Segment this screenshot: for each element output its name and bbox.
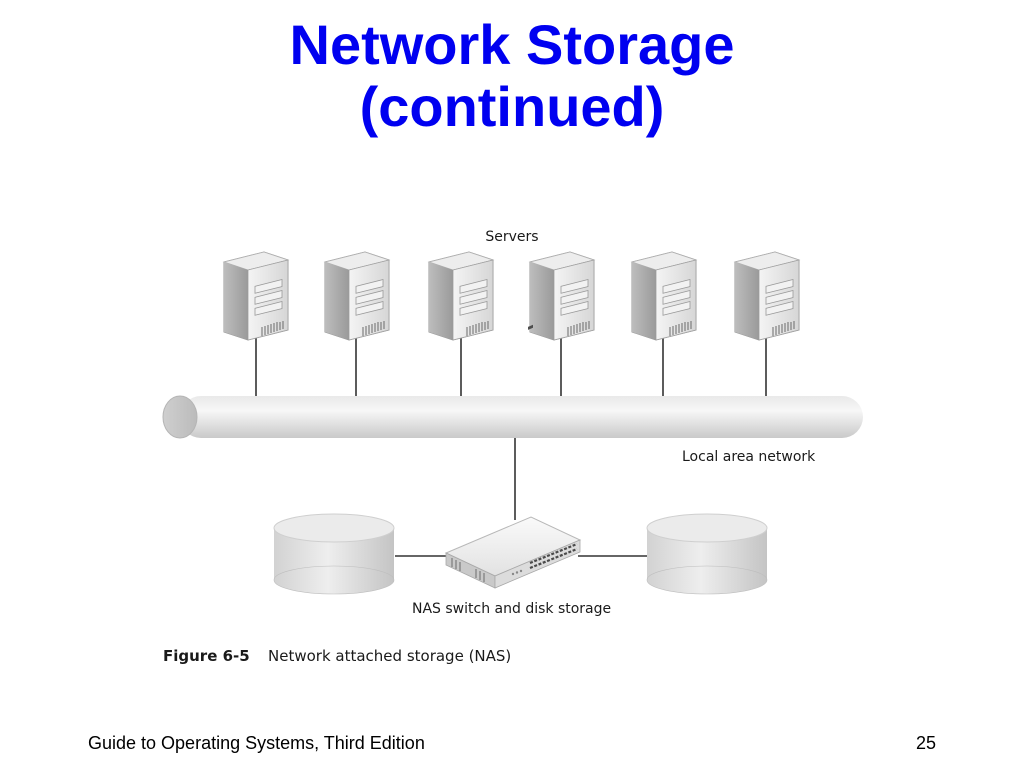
- lan-pipe: [162, 395, 863, 439]
- server-icon-2: [323, 251, 391, 341]
- servers-label: Servers: [485, 229, 538, 245]
- nas-label: NAS switch and disk storage: [412, 601, 611, 617]
- nas-switch-icon: [444, 324, 582, 589]
- footer-book-title: Guide to Operating Systems, Third Editio…: [88, 733, 425, 753]
- server-icon-5: [630, 251, 698, 341]
- disk-storage-icon-left: [273, 513, 395, 595]
- figure-number: Figure 6-5: [163, 647, 250, 665]
- slide-title-line-1: Network Storage: [289, 13, 735, 76]
- server-icon-1: [222, 251, 290, 341]
- disk-storage-icon-right: [646, 513, 768, 595]
- footer-page-number: 25: [915, 733, 936, 753]
- slide-title-line-2: (continued): [359, 75, 665, 138]
- server-icon-3: [427, 251, 495, 341]
- slide-title: Network Storage (continued): [0, 14, 1024, 138]
- server-icons: [222, 251, 801, 341]
- figure-caption: Network attached storage (NAS): [268, 647, 511, 665]
- server-icon-4: [528, 251, 596, 341]
- server-icon-6: [733, 251, 801, 341]
- lan-label: Local area network: [682, 449, 816, 465]
- server-connectors: [255, 335, 767, 396]
